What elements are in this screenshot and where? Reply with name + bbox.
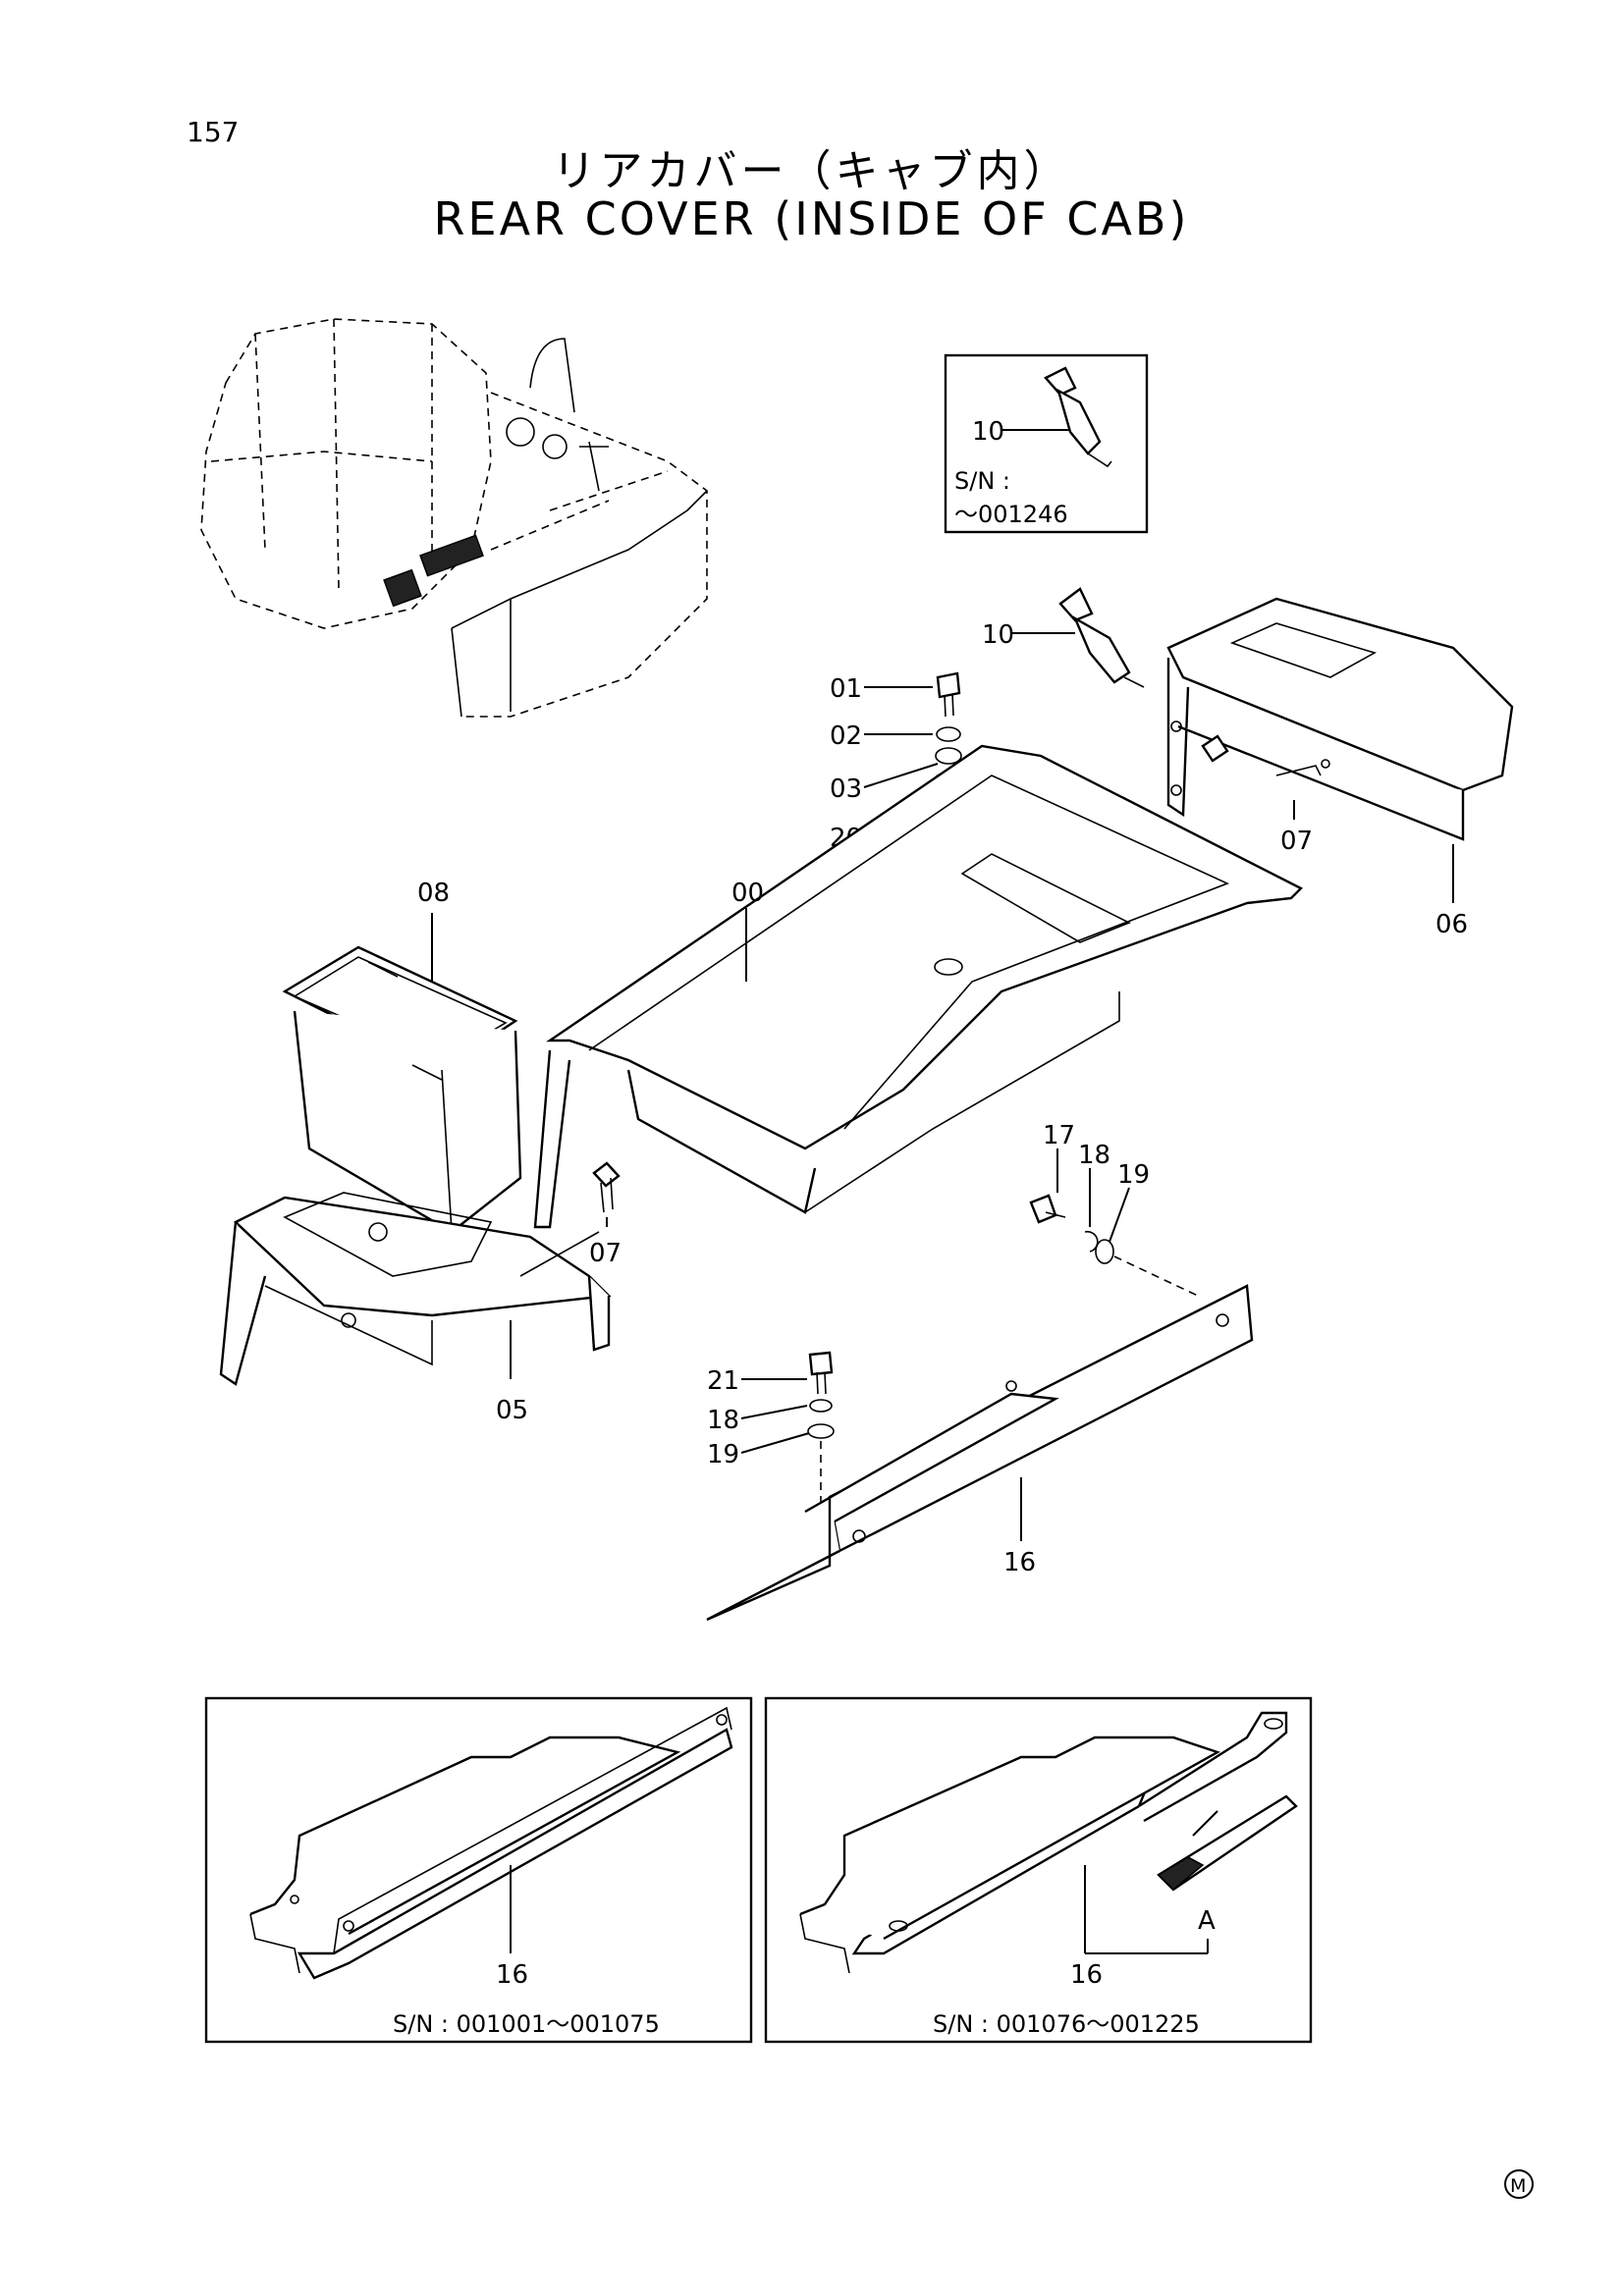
callout-05: 05 (496, 1396, 528, 1425)
part-08-box: 08 (282, 879, 522, 1234)
callout-21: 21 (707, 1366, 739, 1396)
inset-bottom-right: 16 A S/N : 001076～001225 (764, 1696, 1313, 2044)
inset-left-sn: S/N : 001001～001075 (393, 2010, 660, 2038)
part-16-bracket: 16 (706, 1284, 1254, 1622)
callout-10: 10 (982, 620, 1014, 650)
callout-07-left: 07 (589, 1239, 622, 1268)
inset-top-sn-label: S/N : (954, 467, 1010, 495)
callout-01: 01 (830, 674, 862, 704)
footer-mark-letter: M (1510, 2175, 1526, 2197)
footer-mark: M (1504, 2169, 1534, 2199)
part-00-tray: 00 (533, 744, 1304, 1229)
part-06-bracket: 10 07 06 (982, 587, 1514, 939)
callout-07-right: 07 (1280, 827, 1313, 856)
callout-08: 08 (417, 879, 450, 908)
inset-bottom-left: 16 S/N : 001001～001075 (204, 1696, 753, 2044)
inset-top-part-label: 10 (972, 417, 1004, 447)
part-05-base: 05 (219, 1192, 612, 1425)
callout-16: 16 (1003, 1548, 1036, 1577)
fasteners-21-19: 21 18 19 (707, 1351, 835, 1502)
callout-06: 06 (1435, 910, 1468, 939)
fasteners-top: 01 02 03 20 (830, 671, 964, 967)
callout-00: 00 (731, 879, 764, 908)
inset-top-sn-range: ～001246 (954, 501, 1068, 528)
callout-02: 02 (830, 721, 862, 751)
inset-right-detail-label: A (1198, 1906, 1216, 1936)
fasteners-17-19: 17 18 19 (1029, 1121, 1199, 1297)
machine-overview (200, 318, 708, 718)
inset-right-part-label: 16 (1070, 1960, 1103, 1990)
page-number: 157 (187, 116, 240, 148)
bolt-07-left: 07 (589, 1161, 622, 1268)
callout-17: 17 (1043, 1121, 1075, 1150)
page-title-japanese: リアカバー（キャブ内） (552, 146, 1071, 196)
page-title-english: REAR COVER (INSIDE OF CAB) (433, 192, 1190, 245)
inset-right-sn: S/N : 001076～001225 (933, 2010, 1200, 2038)
callout-19-upper: 19 (1117, 1160, 1150, 1190)
callout-18-upper: 18 (1078, 1141, 1110, 1170)
callout-19-lower: 19 (707, 1440, 739, 1469)
inset-left-part-label: 16 (496, 1960, 528, 1990)
callout-18-lower: 18 (707, 1406, 739, 1435)
inset-top: 10 S/N : ～001246 (944, 353, 1149, 534)
callout-03: 03 (830, 774, 862, 804)
